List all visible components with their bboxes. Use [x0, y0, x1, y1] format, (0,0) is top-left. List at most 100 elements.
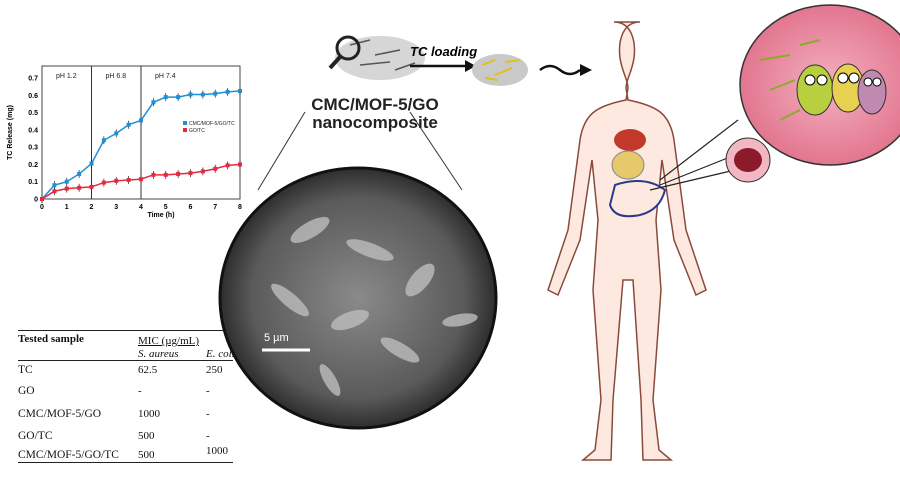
- data-point: [176, 171, 181, 176]
- table-cell-e-coli: -: [206, 408, 210, 420]
- y-axis-label: TC Release (mg): [7, 105, 14, 160]
- data-point: [200, 169, 205, 174]
- data-point: [151, 100, 156, 105]
- data-point: [114, 178, 119, 183]
- data-point: [77, 185, 82, 190]
- data-point: [225, 89, 230, 94]
- infected-organ-callout: [725, 137, 771, 183]
- x-tick-label: 2: [90, 204, 94, 211]
- y-tick-label: 0.5: [28, 110, 38, 117]
- loaded-particle-icon: [472, 54, 528, 86]
- bacteria-callout: [739, 4, 900, 166]
- region-label: pH 6.8: [106, 73, 127, 80]
- region-label: pH 7.4: [155, 73, 176, 80]
- header-s-aureus: S. aureus: [138, 348, 179, 360]
- x-tick-label: 3: [114, 204, 118, 211]
- table-cell-s-aureus: 500: [138, 449, 155, 461]
- data-point: [126, 178, 131, 182]
- region-label: pH 1.2: [56, 73, 77, 80]
- data-point: [176, 95, 181, 100]
- release-chart: pH 1.2 pH 6.8 pH 7.4 0 1 2 3 4 5 6 7 8 0 0.1 0.2 0.3 0.4…: [7, 65, 242, 219]
- data-point: [40, 197, 44, 201]
- table-cell-s-aureus: -: [138, 385, 142, 397]
- data-point: [163, 95, 168, 100]
- sem-image: [218, 166, 498, 430]
- data-point: [238, 162, 242, 167]
- table-cell-sample: GO/TC: [18, 430, 53, 442]
- data-point: [213, 166, 218, 171]
- data-point: [89, 184, 94, 189]
- legend-marker: [183, 121, 187, 125]
- data-point: [151, 172, 156, 177]
- legend-marker: [183, 128, 187, 132]
- data-point: [225, 163, 230, 168]
- magnifier-icon: [328, 35, 361, 70]
- table-cell-s-aureus: 1000: [138, 408, 160, 420]
- table-cell-sample: CMC/MOF-5/GO: [18, 408, 102, 420]
- data-point: [101, 138, 106, 143]
- zoom-line-left: [257, 111, 306, 191]
- table-header-rule: [18, 360, 233, 361]
- x-tick-label: 4: [139, 204, 143, 211]
- data-point: [163, 172, 168, 177]
- data-point: [101, 180, 106, 185]
- tc-loading-arrow: [410, 60, 476, 72]
- callout-lines: [649, 119, 739, 191]
- data-point: [139, 118, 143, 123]
- table-cell-e-coli: 250: [206, 364, 223, 376]
- data-point: [89, 161, 94, 166]
- table-cell-sample: CMC/MOF-5/GO/TC: [18, 449, 119, 461]
- table-cell-e-coli: -: [206, 385, 210, 397]
- wavy-arrow: [539, 64, 592, 76]
- nanocomposite-label: CMC/MOF-5/GO nanocomposite: [300, 96, 450, 132]
- data-point: [139, 177, 143, 182]
- x-tick-label: 0: [40, 204, 44, 211]
- legend-label: CMC/MOF-5/GO/TC: [189, 121, 235, 127]
- data-point: [188, 92, 193, 97]
- data-point: [64, 179, 69, 184]
- y-tick-label: 0: [34, 197, 38, 204]
- data-point: [213, 91, 218, 96]
- tc-loading-label: TC loading: [410, 44, 478, 59]
- data-point: [188, 171, 193, 176]
- header-e-coli: E. coli: [206, 348, 235, 360]
- table-top-rule: [18, 330, 233, 331]
- table-cell-e-coli: -: [206, 430, 210, 442]
- x-tick-label: 7: [213, 204, 217, 211]
- data-point: [52, 189, 57, 194]
- table-cell-sample: GO: [18, 385, 35, 397]
- y-tick-label: 0.7: [28, 76, 38, 83]
- data-point: [52, 183, 57, 188]
- y-tick-label: 0.2: [28, 162, 38, 169]
- table-cell-sample: TC: [18, 364, 33, 376]
- x-tick-label: 8: [238, 204, 242, 211]
- data-point: [77, 171, 82, 176]
- x-tick-label: 1: [65, 204, 69, 211]
- y-tick-label: 0.1: [28, 179, 38, 186]
- table-cell-e-coli: 1000: [206, 445, 228, 457]
- data-point: [126, 122, 131, 127]
- zoom-line-right: [409, 111, 463, 191]
- y-tick-label: 0.6: [28, 93, 38, 100]
- y-tick-label: 0.3: [28, 145, 38, 152]
- table-cell-s-aureus: 500: [138, 430, 155, 442]
- data-point: [238, 89, 242, 94]
- y-tick-label: 0.4: [28, 127, 38, 134]
- table-bottom-rule: [18, 462, 233, 463]
- header-mic: MIC (µg/mL): [138, 335, 200, 347]
- nanocomposite-label-line1: CMC/MOF-5/GO: [311, 95, 439, 114]
- x-axis-label: Time (h): [147, 212, 174, 219]
- legend-label: GO/TC: [189, 128, 205, 134]
- nanocomposite-label-line2: nanocomposite: [312, 113, 438, 132]
- x-tick-label: 6: [189, 204, 193, 211]
- human-body-outline: [547, 21, 707, 461]
- scale-bar-label: 5 µm: [264, 332, 289, 344]
- header-sample: Tested sample: [18, 333, 84, 345]
- data-point: [200, 92, 205, 97]
- x-tick-label: 5: [164, 204, 168, 211]
- data-point: [114, 131, 119, 136]
- table-cell-s-aureus: 62.5: [138, 364, 158, 376]
- data-point: [64, 186, 69, 191]
